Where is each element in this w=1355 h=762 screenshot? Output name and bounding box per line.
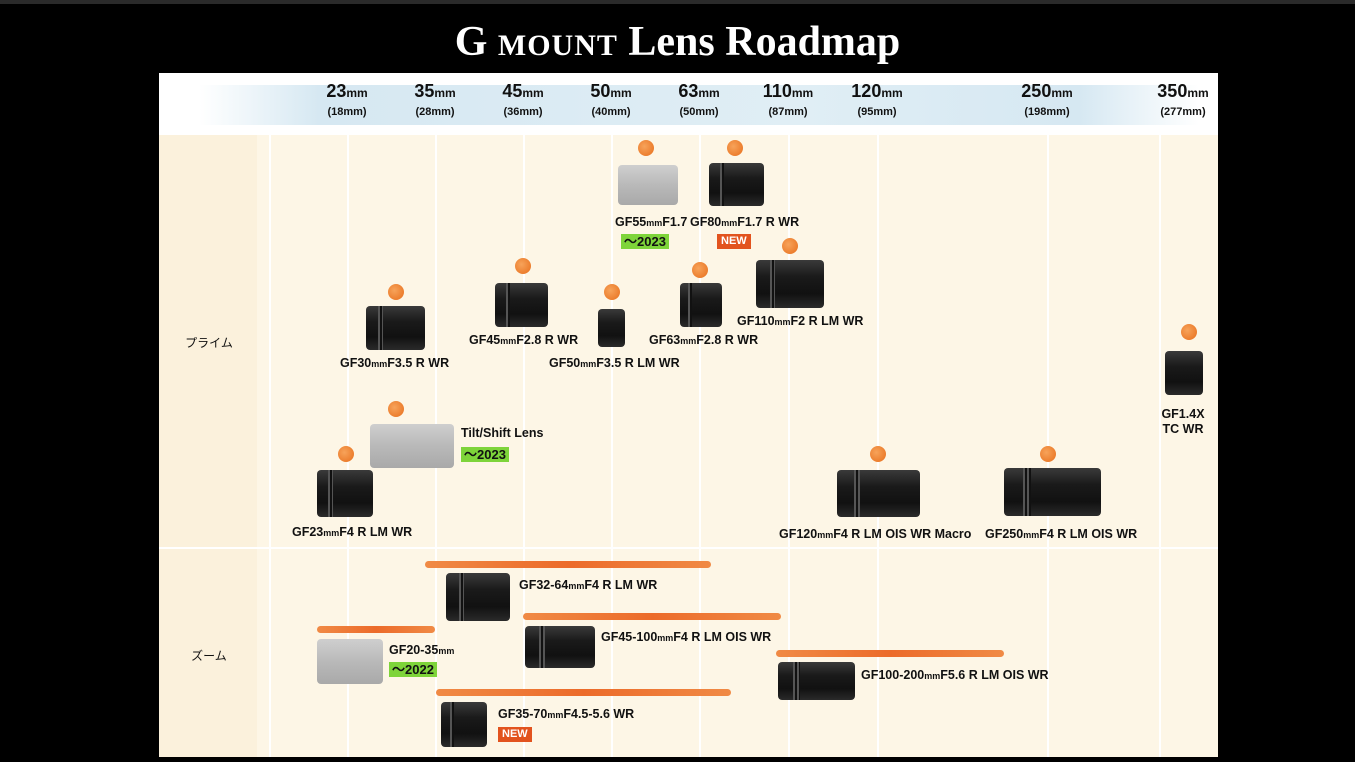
- status-dot: [604, 284, 620, 300]
- lens-label-gf45: GF45mmF2.8 R WR: [469, 333, 579, 347]
- focal-label-45: 45mm(36mm): [502, 81, 544, 118]
- lens-label-gf45-100: GF45-100mmF4 R LM OIS WR: [601, 630, 772, 644]
- lens-image-gf20-35: [317, 639, 383, 684]
- grid-line: [788, 135, 790, 757]
- lens-image-gf250: [1004, 468, 1101, 516]
- page-title: G MOUNT Lens Roadmap: [454, 19, 901, 65]
- new-badge-gf35-70: NEW: [498, 727, 532, 742]
- category-zoom: ズーム: [191, 649, 227, 663]
- range-bar-gf100-200: [776, 650, 1004, 657]
- lens-image-gf32-64: [446, 573, 510, 621]
- lens-label-gf35-70: GF35-70mmF4.5-5.6 WR: [498, 707, 635, 721]
- status-dot: [782, 238, 798, 254]
- lens-image-gf45: [495, 283, 548, 327]
- focal-label-350: 350mm(277mm): [1157, 81, 1209, 118]
- status-dot: [870, 446, 886, 462]
- focal-label-23: 23mm(18mm): [326, 81, 368, 118]
- range-bar-gf35-70: [436, 689, 731, 696]
- lens-image-gf45-100: [525, 626, 595, 668]
- lens-label-gf55: GF55mmF1.7: [615, 215, 688, 229]
- lens-image-gf100-200: [778, 662, 855, 700]
- focal-label-50: 50mm(40mm): [590, 81, 632, 118]
- lens-label-gf23: GF23mmF4 R LM WR: [292, 525, 413, 539]
- lens-label-gf250: GF250mmF4 R LM OIS WR: [985, 527, 1138, 541]
- lens-label-gf80: GF80mmF1.7 R WR: [690, 215, 800, 229]
- lens-image-gf120: [837, 470, 920, 517]
- focal-label-63: 63mm(50mm): [678, 81, 720, 118]
- grid-line: [523, 135, 525, 757]
- grid-line: [1159, 135, 1161, 757]
- status-dot: [692, 262, 708, 278]
- roadmap-panel: 23mm(18mm) 35mm(28mm) 45mm(36mm) 50mm(40…: [159, 73, 1218, 757]
- lens-label-gf110: GF110mmF2 R LM WR: [737, 314, 864, 328]
- grid-line: [699, 135, 701, 757]
- focal-label-120: 120mm(95mm): [851, 81, 903, 118]
- lens-image-gf35-70: [441, 702, 487, 747]
- lens-label-gf50: GF50mmF3.5 R LM WR: [549, 356, 680, 370]
- range-bar-gf45-100: [523, 613, 781, 620]
- lens-label-gf100-200: GF100-200mmF5.6 R LM OIS WR: [861, 668, 1049, 682]
- lens-image-gf50: [598, 309, 625, 347]
- status-dot: [1181, 324, 1197, 340]
- status-dot: [638, 140, 654, 156]
- lens-label-gf32-64: GF32-64mmF4 R LM WR: [519, 578, 658, 592]
- release-badge-tilt-shift: ～2023: [461, 447, 509, 462]
- status-dot: [515, 258, 531, 274]
- lens-image-tilt-shift: [370, 424, 454, 468]
- status-dot: [1040, 446, 1056, 462]
- lens-image-gf110: [756, 260, 824, 308]
- focal-label-250: 250mm(198mm): [1021, 81, 1073, 118]
- lens-image-teleconverter: [1165, 351, 1203, 395]
- lens-image-gf55: [618, 165, 678, 205]
- lens-label-gf30: GF30mmF3.5 R WR: [340, 356, 450, 370]
- release-badge-gf20-35: ～2022: [389, 662, 437, 677]
- focal-label-35: 35mm(28mm): [414, 81, 456, 118]
- header-gradient: [199, 85, 1199, 125]
- category-column: [159, 135, 257, 757]
- top-border: [0, 0, 1355, 4]
- lens-label-tilt-shift: Tilt/Shift Lens: [461, 426, 544, 440]
- lens-image-gf63: [680, 283, 722, 327]
- lens-image-gf23: [317, 470, 373, 517]
- lens-image-gf30: [366, 306, 425, 350]
- lens-label-gf120: GF120mmF4 R LM OIS WR Macro: [779, 527, 972, 541]
- grid-line: [269, 135, 271, 757]
- lens-label-gf63: GF63mmF2.8 R WR: [649, 333, 759, 347]
- range-bar-gf20-35: [317, 626, 435, 633]
- focal-label-110: 110mm(87mm): [762, 81, 814, 118]
- section-divider: [159, 547, 1218, 549]
- lens-label-gf20-35: GF20-35mm: [389, 643, 455, 657]
- status-dot: [388, 284, 404, 300]
- new-badge-gf80: NEW: [717, 234, 751, 249]
- range-bar-gf32-64: [425, 561, 711, 568]
- status-dot: [727, 140, 743, 156]
- status-dot: [388, 401, 404, 417]
- status-dot: [338, 446, 354, 462]
- category-prime: プライム: [185, 336, 233, 350]
- lens-image-gf80: [709, 163, 764, 206]
- grid-line: [611, 135, 613, 757]
- release-badge-gf55: ～2023: [621, 234, 669, 249]
